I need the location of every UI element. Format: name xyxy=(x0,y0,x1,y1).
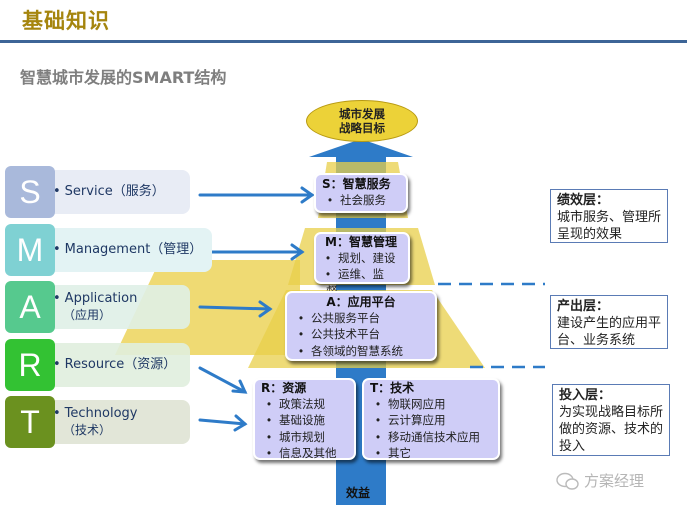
watermark-text: 方案经理 xyxy=(584,472,645,490)
letter-m: M xyxy=(5,224,55,276)
layer-performance: 绩效层： 城市服务、管理所呈现的效果 xyxy=(550,189,668,243)
goal-line-2: 战略目标 xyxy=(339,121,385,135)
letter-r: R xyxy=(5,339,55,391)
label-resource: •Resource（资源） xyxy=(45,343,190,387)
label-technology-text: Technology xyxy=(64,406,138,421)
box-t-item: 移动通信技术应用 xyxy=(376,430,492,447)
label-application: •Application （应用） xyxy=(45,285,190,329)
layer-input-title: 投入层： xyxy=(559,388,612,403)
layer-performance-text: 城市服务、管理所呈现的效果 xyxy=(557,210,662,242)
box-r-item: 信息及其他 xyxy=(267,446,348,463)
box-a-title: A：应用平台 xyxy=(326,295,396,309)
layer-performance-title: 绩效层： xyxy=(557,193,610,208)
box-t-title: T：技术 xyxy=(370,381,415,395)
header-divider xyxy=(0,40,687,43)
box-resource: R：资源 政策法规 基础设施 城市规划 信息及其他 xyxy=(253,378,356,460)
letter-a: A xyxy=(5,281,55,333)
layer-input: 投入层： 为实现战略目标所做的资源、技术的投入 xyxy=(552,384,670,456)
box-technology: T：技术 物联网应用 云计算应用 移动通信技术应用 其它 xyxy=(362,378,500,460)
box-a-item: 公共技术平台 xyxy=(299,327,429,344)
label-management-text: Management（管理） xyxy=(64,242,203,257)
label-management: •Management（管理） xyxy=(45,228,212,272)
arrow-technology xyxy=(198,418,247,426)
page-title: 基础知识 xyxy=(22,9,110,33)
goal-ellipse: 城市发展 战略目标 xyxy=(306,100,418,142)
box-application-platform: A：应用平台 公共服务平台 公共技术平台 各领域的智慧系统 xyxy=(285,291,437,361)
box-s-title: S：智慧服务 xyxy=(322,177,391,191)
label-technology-sub: （技术） xyxy=(63,423,112,437)
letter-s: S xyxy=(5,166,55,218)
box-m-item: 规划、建设 xyxy=(326,251,404,268)
wechat-icon xyxy=(556,472,579,490)
box-smart-service: S：智慧服务 社会服务 xyxy=(314,173,408,213)
watermark: 方案经理 xyxy=(556,470,644,491)
label-application-sub: （应用） xyxy=(63,308,112,322)
goal-line-1: 城市发展 xyxy=(339,107,385,121)
label-application-text: Application xyxy=(64,291,138,306)
box-r-item: 政策法规 xyxy=(267,397,348,414)
label-resource-text: Resource（资源） xyxy=(64,357,177,372)
benefit-arrow-head xyxy=(309,139,413,157)
layer-output-title: 产出层： xyxy=(557,299,610,314)
box-a-item: 各领域的智慧系统 xyxy=(299,344,429,361)
box-t-item: 物联网应用 xyxy=(376,397,492,414)
label-service: •Service（服务） xyxy=(45,170,190,214)
layer-output: 产出层： 建设产生的应用平台、业务系统 xyxy=(550,295,668,349)
box-t-item: 云计算应用 xyxy=(376,413,492,430)
box-t-item: 其它 xyxy=(376,446,492,463)
box-smart-management: M：智慧管理 规划、建设 运维、监督…… xyxy=(314,232,410,298)
box-r-title: R：资源 xyxy=(261,381,307,395)
box-a-item: 公共服务平台 xyxy=(299,311,429,328)
box-m-title: M：智慧管理 xyxy=(325,235,397,249)
arrow-application xyxy=(198,305,272,311)
benefit-label: 效益 xyxy=(346,486,371,500)
layer-input-text: 为实现战略目标所做的资源、技术的投入 xyxy=(559,405,664,454)
box-r-item: 基础设施 xyxy=(267,413,348,430)
label-technology: •Technology （技术） xyxy=(45,400,190,444)
layer-output-text: 建设产生的应用平台、业务系统 xyxy=(557,316,662,348)
arrow-resource xyxy=(198,366,247,394)
letter-t: T xyxy=(5,396,55,448)
label-service-text: Service（服务） xyxy=(64,184,165,199)
box-r-item: 城市规划 xyxy=(267,430,348,447)
box-s-item: 社会服务 xyxy=(328,193,400,210)
slide-subtitle: 智慧城市发展的SMART结构 xyxy=(20,68,227,87)
